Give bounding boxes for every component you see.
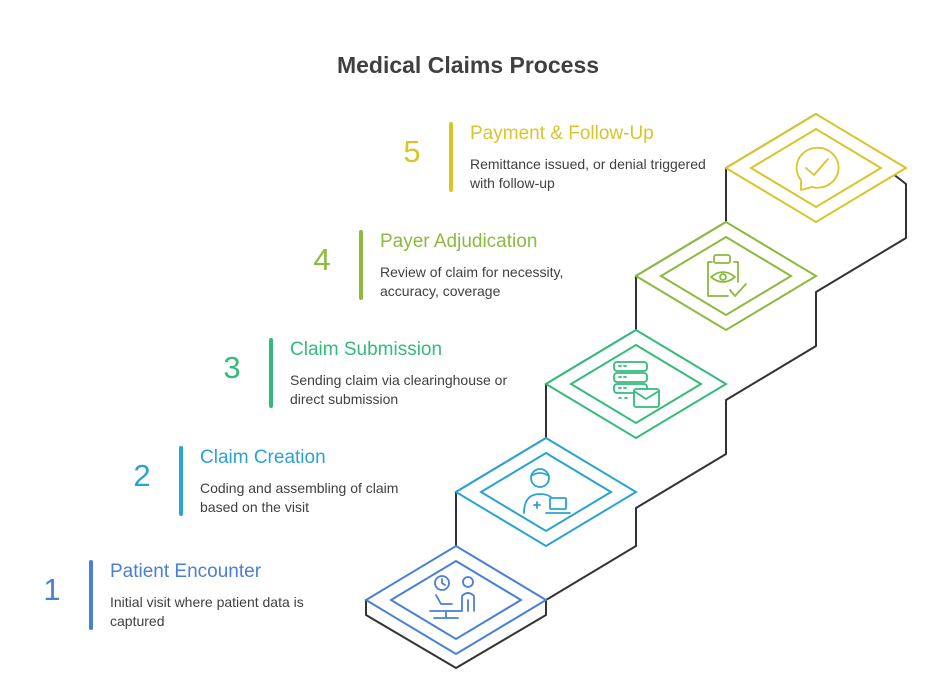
step-description: Initial visit where patient data is capt…	[110, 594, 304, 629]
step-accent-bar	[449, 122, 453, 192]
step-description: Coding and assembling of claim based on …	[200, 480, 399, 515]
step-number: 3	[223, 350, 241, 385]
server-email-icon	[613, 361, 660, 408]
diagram-title: Medical Claims Process	[336, 52, 600, 78]
step-accent-bar	[89, 560, 93, 630]
step-number: 5	[403, 134, 421, 169]
doctor-patient-icon	[429, 575, 475, 619]
step-heading: Claim Submission	[290, 339, 443, 360]
step-heading: Payment & Follow-Up	[470, 123, 654, 144]
step-heading: Patient Encounter	[110, 561, 262, 582]
step-2-plate	[454, 436, 638, 548]
step-description: Remittance issued, or denial triggered w…	[470, 156, 706, 191]
step-number: 4	[313, 242, 331, 277]
step-1-plate	[364, 544, 548, 656]
step-accent-bar	[179, 446, 183, 516]
step-accent-bar	[359, 230, 363, 300]
step-description: Review of claim for necessity, accuracy,…	[380, 264, 564, 299]
step-number: 2	[133, 458, 151, 493]
step-heading: Payer Adjudication	[380, 231, 538, 252]
chat-check-icon	[795, 146, 840, 191]
clipboard-eye-icon	[707, 254, 747, 297]
step-number: 1	[43, 572, 61, 607]
step-accent-bar	[269, 338, 273, 408]
medical-coder-laptop-icon	[523, 468, 571, 514]
step-heading: Claim Creation	[200, 447, 326, 468]
step-5-plate	[724, 112, 908, 224]
step-description: Sending claim via clearinghouse or direc…	[290, 372, 508, 407]
